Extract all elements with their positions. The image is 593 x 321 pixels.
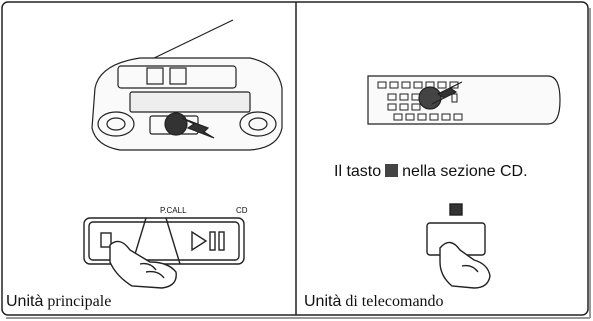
outer-border (1, 1, 589, 316)
left-label-prefix: Unità (6, 293, 44, 310)
boombox-illustration (91, 19, 283, 151)
caption: Il tasto nella sezione CD. (334, 163, 528, 181)
pcall-cd-button-panel (83, 217, 245, 289)
stop-square-icon (385, 164, 399, 177)
left-panel-label: Unità principale (6, 293, 111, 311)
right-label-prefix: Unità (304, 293, 342, 310)
caption-after: nella sezione CD. (402, 163, 528, 180)
pcall-label: P.CALL (160, 206, 187, 215)
left-label-rest: principale (43, 293, 112, 310)
cd-label: CD (236, 206, 248, 215)
stop-button-panel (426, 203, 491, 289)
right-label-rest: di telecomando (341, 293, 444, 310)
remote-illustration (367, 75, 561, 125)
caption-before: Il tasto (334, 163, 382, 180)
right-panel-label: Unità di telecomando (304, 293, 444, 311)
